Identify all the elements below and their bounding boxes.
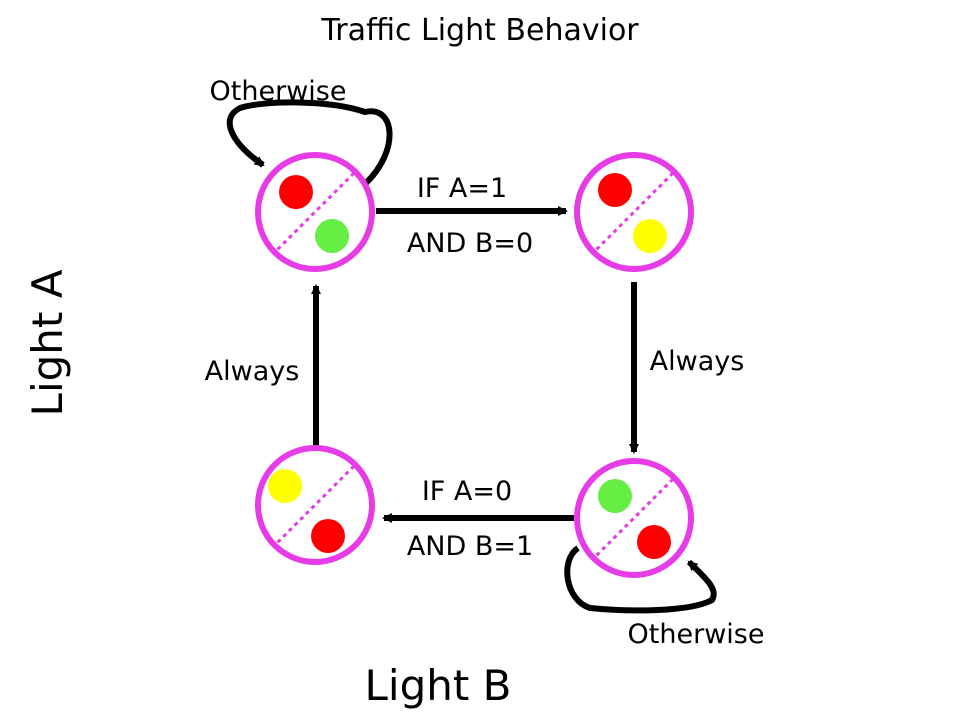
light-b-axis-label: Light B [365, 661, 512, 710]
state-s3-divider [593, 477, 675, 559]
state-s3-ring [574, 458, 694, 578]
state-s2-divider [593, 171, 675, 253]
self-loop-s3-arrow [564, 545, 717, 614]
state-s2-ring [574, 152, 694, 272]
transition-s2-s3-label: Always [650, 346, 745, 377]
diagram-title: Traffic Light Behavior [320, 13, 639, 48]
transition-s1-s2-label-line2: AND B=0 [407, 228, 533, 259]
transition-s4-s1-label: Always [205, 356, 300, 387]
transition-s3-s4-label-line2: AND B=1 [407, 531, 533, 562]
transition-labels: IF A=1 AND B=0 Always IF A=0 AND B=1 Alw… [205, 76, 765, 650]
self-loop-s3-label: Otherwise [628, 619, 765, 650]
transition-s3-s4-label-line1: IF A=0 [422, 476, 512, 507]
state-s4-divider [274, 464, 356, 546]
state-s3-light-a [598, 479, 632, 513]
state-s3-light-b [637, 525, 671, 559]
state-s1-light-b [315, 219, 349, 253]
transition-s1-s2-label-line1: IF A=1 [417, 173, 507, 204]
state-s4-light-b [311, 519, 345, 553]
state-s3 [574, 458, 694, 578]
light-a-axis-label: Light A [23, 269, 72, 416]
state-s1-ring [255, 152, 375, 272]
self-loop-s1-arrow [226, 99, 393, 186]
self-loop-s1-label: Otherwise [210, 76, 347, 107]
state-s4-light-a [268, 469, 302, 503]
state-s2-light-a [598, 173, 632, 207]
transition-arrows [226, 99, 717, 614]
state-s1 [255, 152, 375, 272]
state-s1-divider [274, 171, 356, 253]
state-s2-light-b [633, 219, 667, 253]
state-s4 [255, 445, 375, 565]
state-s2 [574, 152, 694, 272]
state-s1-light-a [279, 175, 313, 209]
